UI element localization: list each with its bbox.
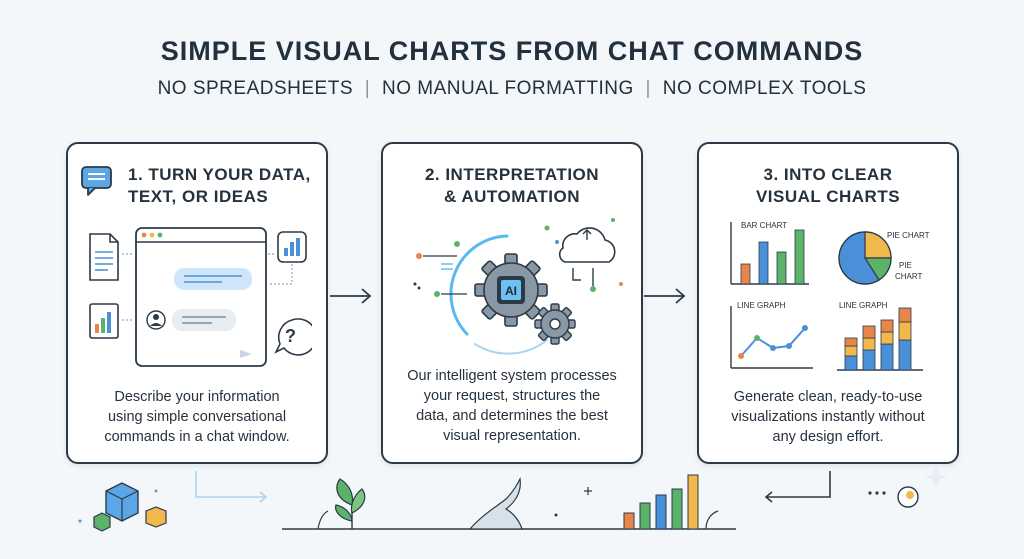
pie-chart-thumbnail: PIE CHART PIE CHART: [838, 231, 930, 285]
step-3-desc-line: Generate clean, ready-to-use: [733, 389, 923, 405]
step-2-title-line: & AUTOMATION: [443, 187, 580, 206]
bar-chart-doc-icon: [89, 303, 119, 339]
bar-chart-thumbnail: BAR CHART: [730, 221, 809, 285]
step-3-desc-line: visualizations instantly without: [731, 409, 925, 425]
document-icon: [89, 233, 119, 281]
step-2-description: Our intelligent system processes your re…: [393, 366, 631, 446]
step-2-illustration: AI: [413, 218, 623, 355]
step-3-description: Generate clean, ready-to-use visualizati…: [709, 387, 947, 447]
step-1-title-line: 1. TURN YOUR DATA,: [128, 165, 311, 184]
line-graph-label: LINE GRAPH: [737, 301, 786, 310]
bar-chart-icon: [277, 231, 307, 263]
step-2-desc-line: Our intelligent system processes: [407, 368, 617, 384]
chat-window: [135, 227, 267, 367]
cloud-icon: [558, 227, 616, 292]
step-1-desc-line: Describe your information: [114, 389, 280, 405]
step-3-illustration: BAR CHART PIE CHART PIE CHART LINE GRAPH: [730, 221, 930, 371]
page-title: SIMPLE VISUAL CHARTS FROM CHAT COMMANDS: [160, 36, 864, 66]
question-icon: ?: [274, 318, 312, 356]
step-3-title: 3. INTO CLEAR VISUAL CHARTS: [699, 164, 957, 208]
pie-chart-side-label: CHART: [895, 272, 923, 281]
step-2-desc-line: your request, structures the: [423, 388, 601, 404]
step-1-title-line: TEXT, OR IDEAS: [128, 187, 269, 206]
step-1-desc-line: commands in a chat window.: [104, 429, 290, 445]
cubes-icon: [93, 482, 167, 532]
gear-icon: AI: [474, 253, 548, 327]
step-3-desc-line: any design effort.: [772, 429, 884, 445]
step-2-desc-line: data, and determines the best: [416, 408, 608, 424]
pie-chart-side-label: PIE: [899, 261, 912, 270]
step-3-card: 3. INTO CLEAR VISUAL CHARTS BAR CHART PI…: [697, 142, 959, 464]
step-3-title-line: 3. INTO CLEAR: [763, 165, 893, 184]
step-2-title-line: 2. INTERPRETATION: [424, 165, 600, 184]
arrow-right-icon: [330, 288, 372, 304]
subtitle-separator: |: [645, 78, 651, 99]
send-icon: [240, 350, 252, 358]
arrow-right-icon: [644, 288, 686, 304]
step-1-card: 1. TURN YOUR DATA, TEXT, OR IDEAS: [66, 142, 328, 464]
plant-icon: [335, 478, 366, 529]
stacked-bar-thumbnail: LINE GRAPH: [837, 301, 923, 371]
subtitle-separator: |: [364, 78, 371, 99]
page-subtitle: NO SPREADSHEETS | NO MANUAL FORMATTING |…: [0, 78, 1024, 100]
bottom-decoration: [78, 467, 948, 532]
step-1-description: Describe your information using simple c…: [78, 387, 316, 447]
growth-bars-icon: [623, 474, 699, 530]
step-2-desc-line: visual representation.: [443, 428, 581, 444]
bar-chart-label: BAR CHART: [741, 221, 787, 230]
chat-bubble-icon: [81, 166, 112, 196]
small-gear-icon: [534, 303, 576, 345]
svg-text:?: ?: [285, 326, 296, 346]
subtitle-item-tools: NO COMPLEX TOOLS: [662, 78, 867, 99]
step-2-card: 2. INTERPRETATION & AUTOMATION AI: [381, 142, 643, 464]
gear-ai-label: AI: [505, 284, 517, 298]
line-graph-thumbnail: LINE GRAPH: [730, 301, 813, 369]
subtitle-item-formatting: NO MANUAL FORMATTING: [382, 78, 634, 99]
step-1-title: 1. TURN YOUR DATA, TEXT, OR IDEAS: [128, 164, 311, 208]
step-2-title: 2. INTERPRETATION & AUTOMATION: [383, 164, 641, 208]
step-1-desc-line: using simple conversational: [107, 409, 287, 425]
subtitle-item-spreadsheets: NO SPREADSHEETS: [157, 78, 353, 99]
step-1-illustration: ?: [89, 227, 312, 367]
target-icon: [897, 486, 919, 508]
pie-chart-label: PIE CHART: [887, 231, 930, 240]
step-3-title-line: VISUAL CHARTS: [755, 187, 901, 206]
stacked-chart-label: LINE GRAPH: [839, 301, 888, 310]
